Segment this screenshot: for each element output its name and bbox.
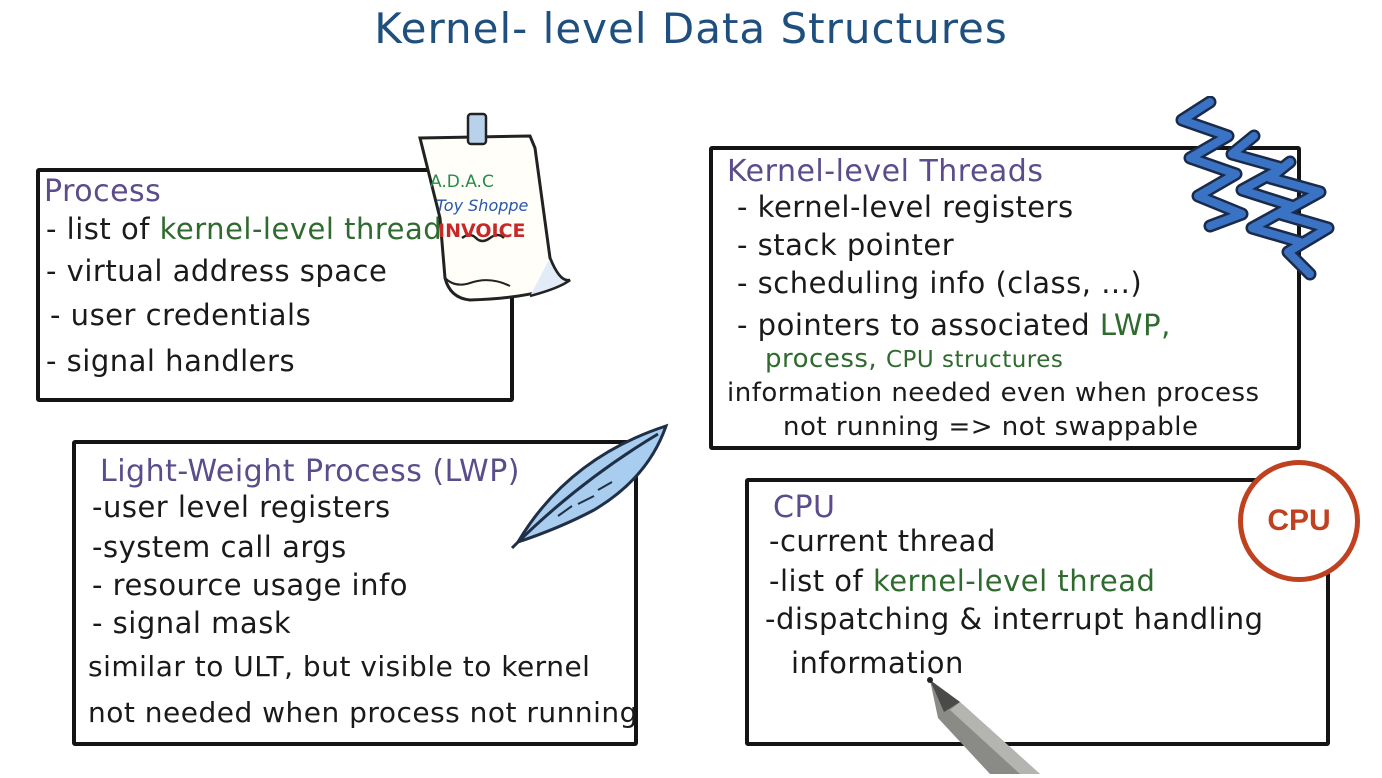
cpu-item-thread-list-highlight: kernel-level thread — [872, 564, 1156, 598]
process-item-threads-highlight: kernel-level threads — [159, 212, 458, 246]
cpu-item-current-thread: -current thread — [769, 524, 996, 558]
process-box-title: Process — [44, 174, 162, 209]
cpu-box-title: CPU — [773, 490, 836, 525]
kernel-threads-pointers-cpu: CPU structures — [885, 347, 1064, 373]
kernel-threads-item-scheduling: - scheduling info (class, ...) — [737, 266, 1143, 300]
cpu-item-thread-list-prefix: -list of — [769, 564, 873, 598]
threads-icon — [1175, 95, 1335, 281]
pen-icon — [927, 677, 1040, 774]
cpu-item-dispatching: -dispatching & interrupt handling — [765, 602, 1264, 636]
kernel-threads-item-stack-pointer: - stack pointer — [737, 228, 955, 262]
process-box: Process - list of kernel-level threads -… — [36, 168, 514, 402]
kernel-threads-box: Kernel-level Threads - kernel-level regi… — [709, 146, 1301, 450]
thread-squiggle-illustration — [1170, 95, 1340, 292]
cpu-item-dispatching-cont: information — [791, 646, 964, 680]
lwp-item-resource-usage: - resource usage info — [92, 568, 408, 602]
lwp-box: Light-Weight Process (LWP) -user level r… — [72, 440, 638, 746]
process-item-credentials: - user credentials — [50, 298, 312, 332]
feather-icon — [510, 423, 669, 550]
cpu-badge: CPU — [1238, 460, 1360, 582]
lwp-note-line1: similar to ULT, but visible to kernel — [88, 650, 591, 683]
process-item-address-space: - virtual address space — [46, 254, 388, 288]
invoice-line3: INVOICE — [438, 220, 526, 242]
invoice-illustration: A.D.A.C Toy Shoppe INVOICE — [410, 108, 580, 308]
cpu-box: CPU -current thread -list of kernel-leve… — [745, 478, 1330, 746]
kernel-threads-note-line2: not running => not swappable — [783, 412, 1199, 442]
lwp-item-syscall-args: -system call args — [92, 530, 347, 564]
cpu-badge-label: CPU — [1267, 504, 1331, 537]
process-item-signal-handlers: - signal handlers — [46, 344, 296, 378]
process-item-threads: - list of kernel-level threads — [46, 212, 458, 246]
page-title: Kernel- level Data Structures — [374, 4, 1008, 53]
pen-illustration — [920, 672, 1060, 774]
kernel-threads-note-line1: information needed even when process — [727, 378, 1260, 408]
kernel-threads-item-pointers: - pointers to associated LWP, — [737, 308, 1171, 342]
kernel-threads-item-registers: - kernel-level registers — [737, 190, 1074, 224]
lwp-note-line2: not needed when process not running — [88, 696, 638, 729]
kernel-threads-item-pointers-cont: process, CPU structures — [765, 344, 1063, 374]
invoice-line1: A.D.A.C — [430, 172, 494, 192]
cpu-item-thread-list: -list of kernel-level thread — [769, 564, 1155, 598]
process-item-threads-prefix: - list of — [46, 212, 160, 246]
kernel-threads-box-title: Kernel-level Threads — [727, 154, 1044, 189]
feather-illustration — [498, 418, 674, 554]
lwp-box-title: Light-Weight Process (LWP) — [100, 454, 520, 489]
kernel-threads-pointers-process: process, — [765, 344, 878, 374]
kernel-threads-pointers-lwp: LWP, — [1099, 308, 1171, 342]
lwp-item-registers: -user level registers — [92, 490, 391, 524]
kernel-threads-pointers-prefix: - pointers to associated — [737, 308, 1100, 342]
invoice-line2: Toy Shoppe — [436, 196, 529, 215]
lwp-item-signal-mask: - signal mask — [92, 606, 292, 640]
invoice-paper-icon — [418, 112, 571, 302]
